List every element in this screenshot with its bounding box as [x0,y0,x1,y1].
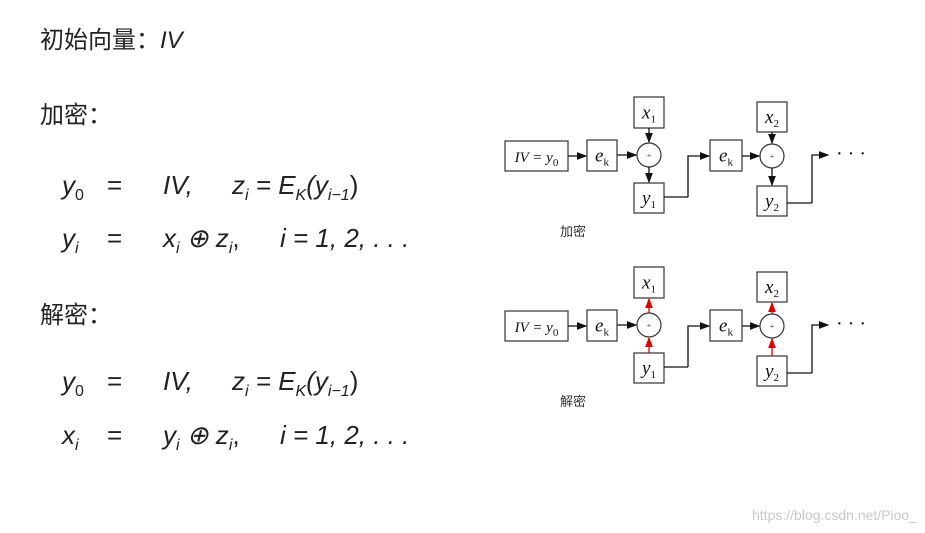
xor-symbol-2: + [770,322,775,331]
plaintext-x2-output: x2 [756,271,788,303]
cipher-box-1-frame [586,139,618,172]
ellipsis: · · · [836,143,866,165]
xor-symbol-1: + [647,151,652,160]
plaintext-x1-output-frame [633,266,665,299]
watermark: https://blog.csdn.net/Pioo_ [752,507,917,523]
ciphertext-y1: y1 [633,352,665,384]
plaintext-x1-output: x1 [633,266,665,299]
decrypt-heading: 解密： [40,301,112,329]
encryption-diagram: IV = y0 ek x1 y1 ek x2 y2 + + · · · 加密 [504,96,866,239]
plaintext-x1-input: x1 [633,96,665,129]
xor-symbol-2: + [770,152,775,161]
plaintext-x2-input-frame [756,101,788,133]
cipher-box-2: ek [709,309,743,342]
iv-heading: 初始向量：IV [40,26,183,54]
arrow-y1-to-cipher2 [687,322,711,367]
plaintext-x2-input: x2 [756,101,788,133]
arrow-y2-onward [811,321,830,373]
diagram-caption: 解密 [560,394,586,409]
plaintext-x2-output-frame [756,271,788,303]
ciphertext-y1-frame [633,182,665,214]
ciphertext-y2-frame [756,355,788,387]
ellipsis: · · · [836,313,866,335]
cipher-box-1: ek [586,309,618,342]
cipher-box-1: ek [586,139,618,172]
arrow-y1-to-cipher2 [687,152,711,197]
ciphertext-y2: y2 [756,355,788,387]
ciphertext-y1: y1 [633,182,665,214]
diagram-caption: 加密 [560,224,586,239]
ciphertext-y2: y2 [756,185,788,217]
iv-box-label: IV = y0 [514,320,559,339]
iv-box: IV = y0 [504,310,569,342]
encrypt-heading: 加密： [40,101,112,129]
arrow-y2-onward [811,151,830,203]
cipher-box-1-frame [586,309,618,342]
iv-box-label: IV = y0 [514,150,559,169]
decryption-diagram: IV = y0 ek x1 y1 ek x2 y2 + + · · · 解密 [504,266,866,409]
xor-symbol-1: + [647,321,652,330]
iv-box: IV = y0 [504,140,569,172]
cipher-box-2: ek [709,139,743,172]
